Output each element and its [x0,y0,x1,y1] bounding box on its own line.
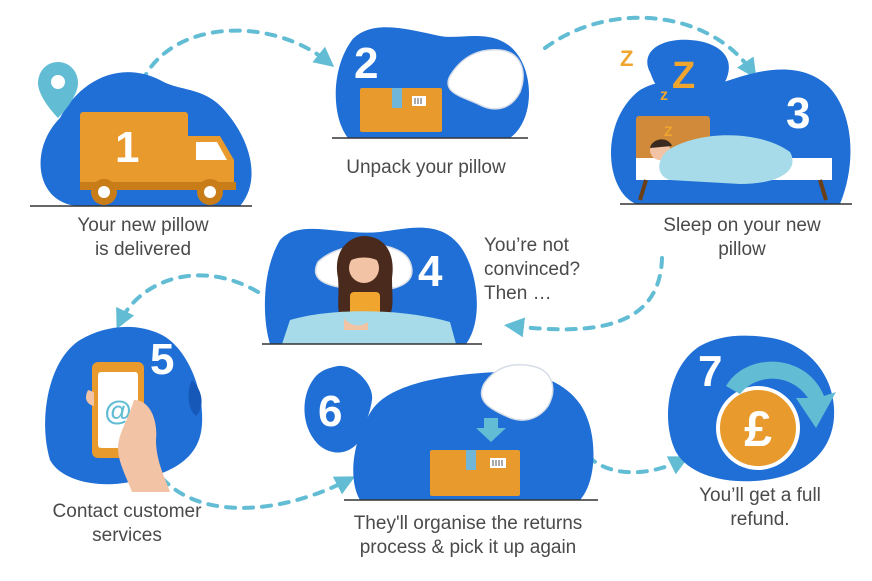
arrow-2-to-3 [543,15,757,79]
step-7-caption-line-1: You’ll get a full [699,485,821,506]
step-6-caption-line-1: They'll organise the returns [353,513,583,534]
arrow-4-to-5 [116,273,260,330]
step-1-caption-line-2: is delivered [94,239,192,260]
step-7-caption-line-2: refund. [730,509,790,530]
step-5-caption-line-2: services [92,525,162,546]
step-2: 2 [332,27,530,139]
arrow-6-to-7 [586,454,690,475]
connector-arrows [116,15,757,510]
pound-refund-icon: £ [716,361,836,470]
step-2-caption-line-1: Unpack your pillow [346,157,506,178]
step-5-caption-line-1: Contact customer [52,501,202,522]
step-7-number: 7 [698,347,722,396]
step-6-number: 6 [318,387,342,436]
step-4: 4 [262,227,482,345]
svg-text:Z: Z [672,55,695,97]
step-1-caption: Your new pillow is delivered [30,214,256,262]
step-3-caption-line-2: pillow [718,239,766,260]
step-4-caption-line-1: You’re not [484,235,569,256]
step-7: £ 7 [668,335,836,482]
down-arrow-icon [476,418,506,442]
step-1: 1 [30,62,252,207]
phone-email-icon: @ [86,362,170,492]
zzz-icon: Z Z z [620,39,729,104]
step-6-blob [304,365,373,453]
step-5-number: 5 [150,335,174,384]
arrow-3-to-4 [504,256,664,338]
step-6-caption: They'll organise the returns process & p… [318,512,618,560]
return-box-icon [430,363,554,496]
step-1-caption-line-1: Your new pillow [77,215,209,236]
step-6-caption-line-2: process & pick it up again [359,537,577,558]
arrow-5-to-6 [160,476,356,510]
svg-text:Z: Z [620,46,633,71]
step-3-caption: Sleep on your new pillow [624,214,860,262]
location-pin-icon [38,62,78,118]
step-4-caption-line-2: convinced? [484,259,581,280]
refund-arrow-icon [726,361,836,428]
step-7-caption: You’ll get a full refund. [670,484,850,532]
step-2-number: 2 [354,39,378,88]
woman-in-bed-icon [282,236,456,344]
step-2-caption: Unpack your pillow [316,156,536,180]
svg-text:z: z [660,87,668,104]
pound-sign-icon: £ [744,401,772,457]
delivery-truck-icon [80,112,236,205]
svg-text:Z: Z [664,123,673,139]
step-3-caption-line-1: Sleep on your new [663,215,821,236]
step-4-number: 4 [418,247,443,296]
step-5: @ 5 [45,326,203,492]
arrow-1-to-2 [140,28,335,84]
unpack-box-icon [360,88,442,132]
step-5-caption: Contact customer services [22,500,232,548]
step-3-number: 3 [786,89,810,138]
sleeping-person-icon: Z [636,116,832,201]
step-6: 6 [304,363,598,501]
step-1-number: 1 [115,123,139,172]
step-4-caption: You’re not convinced? Then … [484,234,624,306]
step-4-caption-line-3: Then … [484,283,552,304]
pillow-icon [447,48,524,110]
step-3: Z Z z Z 3 [611,39,852,205]
